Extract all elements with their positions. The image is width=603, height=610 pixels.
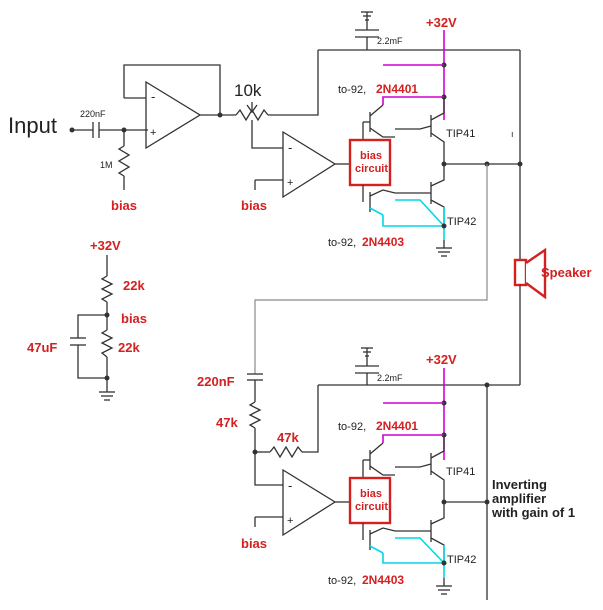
note-line-1: Inverting — [492, 477, 547, 492]
lower-pnp-small-pkg: to-92, — [328, 575, 356, 587]
buffer-opamp — [145, 80, 202, 150]
divider-bias-label: bias — [121, 311, 147, 326]
input-47k-resistor — [248, 401, 262, 429]
upper-bias-circuit — [348, 138, 392, 187]
upper-opamp-minus: - — [288, 140, 292, 155]
input-resistor — [117, 145, 131, 177]
input-47k-label: 47k — [216, 415, 238, 430]
divider-supply-label: +32V — [90, 238, 121, 253]
lower-output-stage: 2.2mF +32V to-92, 2N4401 TIP41 bias circ… — [318, 347, 520, 600]
buffer-opamp-plus: + — [150, 127, 156, 139]
upper-pnp-small-label: 2N4403 — [362, 235, 404, 249]
lower-bias-label: bias — [241, 536, 267, 551]
note-line-3: with gain of 1 — [491, 505, 575, 520]
bias-divider: +32V 22k bias 47uF 22k — [27, 238, 147, 401]
upper-driver-opamp — [282, 130, 337, 199]
lower-driver: - + bias — [241, 468, 350, 551]
lower-bias-circuit — [348, 476, 392, 525]
feedback-47k-label: 47k — [277, 430, 299, 445]
upper-supply-cap-label: 2.2mF — [377, 36, 403, 46]
feedback-47k-resistor — [269, 445, 303, 459]
upper-driver: - + bias — [241, 130, 350, 213]
buffer-opamp-minus: - — [151, 89, 155, 104]
divider-resistor-bottom — [100, 329, 114, 358]
divider-resistor-top-label: 22k — [123, 278, 145, 293]
lower-pnp-power-label: TIP42 — [447, 554, 476, 566]
note-line-2: amplifier — [492, 491, 546, 506]
input-capacitor — [92, 122, 100, 138]
input-bias-label: bias — [111, 198, 137, 213]
divider-resistor-top — [100, 275, 114, 303]
feedback-cap-label: 220nF — [197, 374, 235, 389]
upper-supply-label: +32V — [426, 15, 457, 30]
input-resistor-label: 1M — [100, 160, 113, 170]
input-stage: Input 220nF 1M bias - + — [8, 64, 236, 213]
inverting-feedback: 220nF 47k 47k — [197, 164, 488, 486]
inverting-note: Inverting amplifier with gain of 1 — [491, 477, 575, 520]
lower-driver-opamp — [282, 468, 337, 537]
lower-opamp-plus: + — [287, 515, 293, 527]
upper-npn-power-label: TIP41 — [446, 128, 475, 140]
speaker: Speaker — [513, 247, 592, 385]
speaker-icon — [513, 258, 528, 287]
lower-npn-small-label: 2N4401 — [376, 419, 418, 433]
upper-bias-block-l2: circuit — [355, 163, 388, 175]
lower-supply-cap-label: 2.2mF — [377, 373, 403, 383]
upper-output-stage: 2.2mF +32V to-92, 2N4401 TIP41 bias circ… — [318, 11, 523, 260]
lower-npn-small-pkg: to-92, — [338, 421, 366, 433]
upper-npn-small-label: 2N4401 — [376, 82, 418, 96]
upper-bias-label: bias — [241, 198, 267, 213]
input-capacitor-label: 220nF — [80, 109, 106, 119]
input-label: Input — [8, 113, 57, 138]
pot-label: 10k — [234, 81, 262, 100]
divider-cap-label: 47uF — [27, 340, 57, 355]
lower-bias-block-l1: bias — [360, 488, 382, 500]
lower-pnp-small-label: 2N4403 — [362, 573, 404, 587]
upper-pnp-small-pkg: to-92, — [328, 237, 356, 249]
upper-npn-small-pkg: to-92, — [338, 84, 366, 96]
lower-npn-power-label: TIP41 — [446, 466, 475, 478]
volume-pot: 10k — [234, 50, 319, 149]
upper-wire-tick: ı — [511, 129, 514, 139]
speaker-label: Speaker — [541, 265, 592, 280]
divider-resistor-bottom-label: 22k — [118, 340, 140, 355]
upper-pnp-power-label: TIP42 — [447, 216, 476, 228]
lower-opamp-minus: - — [288, 478, 292, 493]
lower-supply-label: +32V — [426, 352, 457, 367]
upper-opamp-plus: + — [287, 177, 293, 189]
lower-bias-block-l2: circuit — [355, 501, 388, 513]
upper-bias-block-l1: bias — [360, 150, 382, 162]
